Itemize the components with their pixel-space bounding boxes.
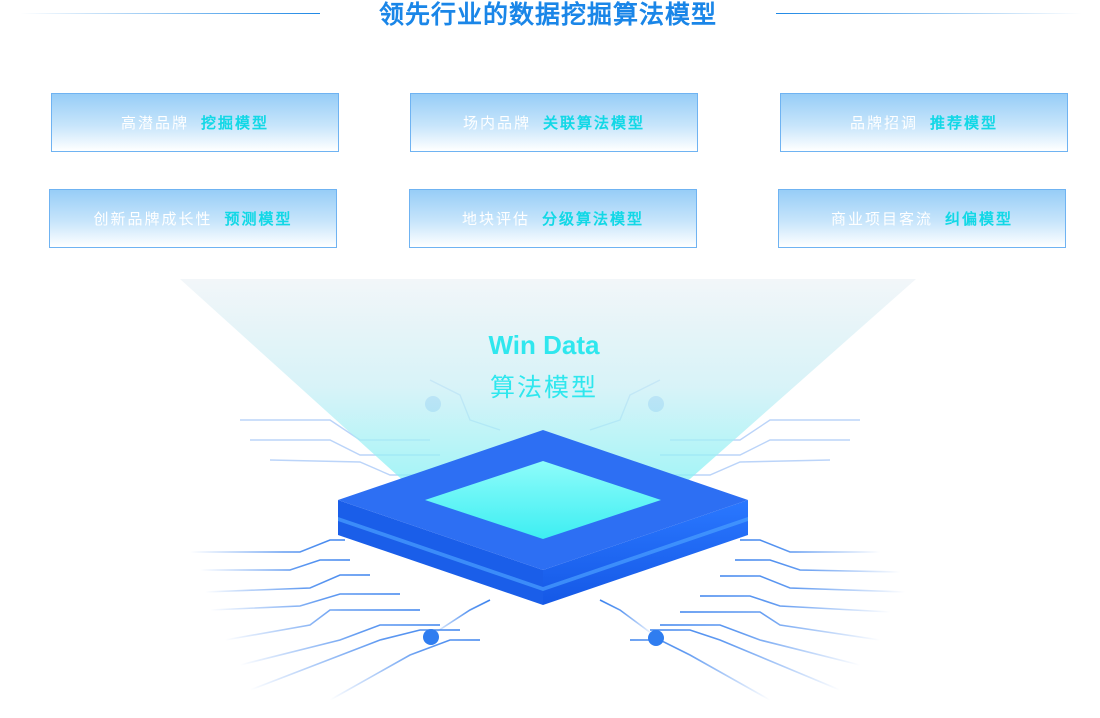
model-card-4: 创新品牌成长性 预测模型 <box>49 189 337 248</box>
page-title: 领先行业的数据挖掘算法模型 <box>378 0 717 29</box>
model-card-2: 场内品牌 关联算法模型 <box>410 93 698 152</box>
card-label: 高潜品牌 <box>120 114 189 132</box>
card-label: 地块评估 <box>461 210 530 228</box>
card-model: 预测模型 <box>224 210 293 228</box>
chip-core <box>425 461 661 539</box>
model-card-6: 商业项目客流 纠偏模型 <box>778 189 1066 248</box>
card-model: 纠偏模型 <box>945 210 1014 228</box>
card-model: 分级算法模型 <box>542 210 645 228</box>
title-line-right <box>776 13 1082 14</box>
light-beam <box>180 279 916 494</box>
card-label: 场内品牌 <box>462 114 531 132</box>
card-label: 品牌招调 <box>849 114 918 132</box>
node-dot <box>648 630 664 646</box>
card-model: 挖掘模型 <box>201 114 270 132</box>
chip-title-cn: 算法模型 <box>489 373 598 402</box>
node-dot <box>423 629 439 645</box>
card-model: 关联算法模型 <box>543 114 646 132</box>
model-card-1: 高潜品牌 挖掘模型 <box>51 93 339 152</box>
model-card-5: 地块评估 分级算法模型 <box>409 189 697 248</box>
card-label: 创新品牌成长性 <box>93 210 213 228</box>
circuit-lines-right <box>599 539 906 701</box>
card-model: 推荐模型 <box>930 114 999 132</box>
model-card-3: 品牌招调 推荐模型 <box>780 93 1068 152</box>
title-line-left <box>20 13 320 14</box>
circuit-lines-left <box>190 539 491 701</box>
chip <box>338 430 748 605</box>
chip-title-en: Win Data <box>488 330 600 360</box>
card-label: 商业项目客流 <box>830 210 933 228</box>
